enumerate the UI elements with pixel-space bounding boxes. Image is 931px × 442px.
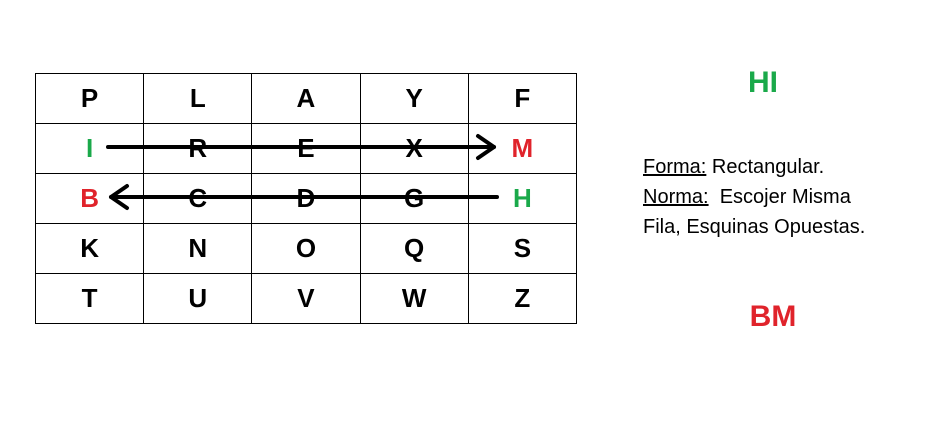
form-value: Rectangular. [706, 156, 825, 178]
grid-cell: O [251, 223, 361, 274]
ciphertext-pair: BM [749, 300, 797, 333]
form-line: Forma: Rectangular. [643, 152, 928, 182]
grid-cell: K [34, 223, 145, 274]
norm-line-2: Fila, Esquinas Opuestas. [643, 216, 866, 238]
grid-cell: Q [359, 223, 469, 274]
grid-cell: C [143, 173, 253, 224]
grid-cell: T [34, 273, 145, 324]
grid-row: K N O Q S [34, 223, 578, 274]
grid-cell: F [467, 73, 578, 124]
plaintext-pair: HI [748, 66, 778, 99]
norm-value: Escojer Misma [708, 186, 851, 208]
grid-cell: A [251, 73, 361, 124]
grid-cell: Y [359, 73, 469, 124]
grid-cell: X [359, 123, 469, 174]
grid-cell: V [251, 273, 361, 324]
grid-cell: R [143, 123, 253, 174]
grid-cell-highlight-red: M [467, 123, 578, 174]
grid-row: B C D G H [34, 173, 578, 224]
grid-cell: G [359, 173, 469, 224]
form-label: Forma: [643, 156, 707, 178]
grid-cell: E [251, 123, 361, 174]
rule-description: Forma: Rectangular. Norma: Escojer Misma… [643, 152, 928, 242]
grid-cell-highlight-red: B [34, 173, 145, 224]
grid-cell: L [143, 73, 253, 124]
norm-line: Norma: Escojer Misma [643, 182, 928, 212]
grid-cell-highlight-green: I [34, 123, 145, 174]
grid-cell: W [359, 273, 469, 324]
grid-cell: N [143, 223, 253, 274]
grid-cell-highlight-green: H [467, 173, 578, 224]
grid-row: P L A Y F [34, 73, 578, 124]
grid-cell: Z [467, 273, 578, 324]
norm-label: Norma: [643, 186, 709, 208]
grid-row: I R E X M [34, 123, 578, 174]
grid-cell: U [143, 273, 253, 324]
grid-row: T U V W Z [34, 273, 578, 324]
grid-cell: S [467, 223, 578, 274]
playfair-grid: P L A Y F I R E X M B C D G H K N O Q S [34, 73, 578, 324]
grid-cell: D [251, 173, 361, 224]
grid-cell: P [34, 73, 145, 124]
